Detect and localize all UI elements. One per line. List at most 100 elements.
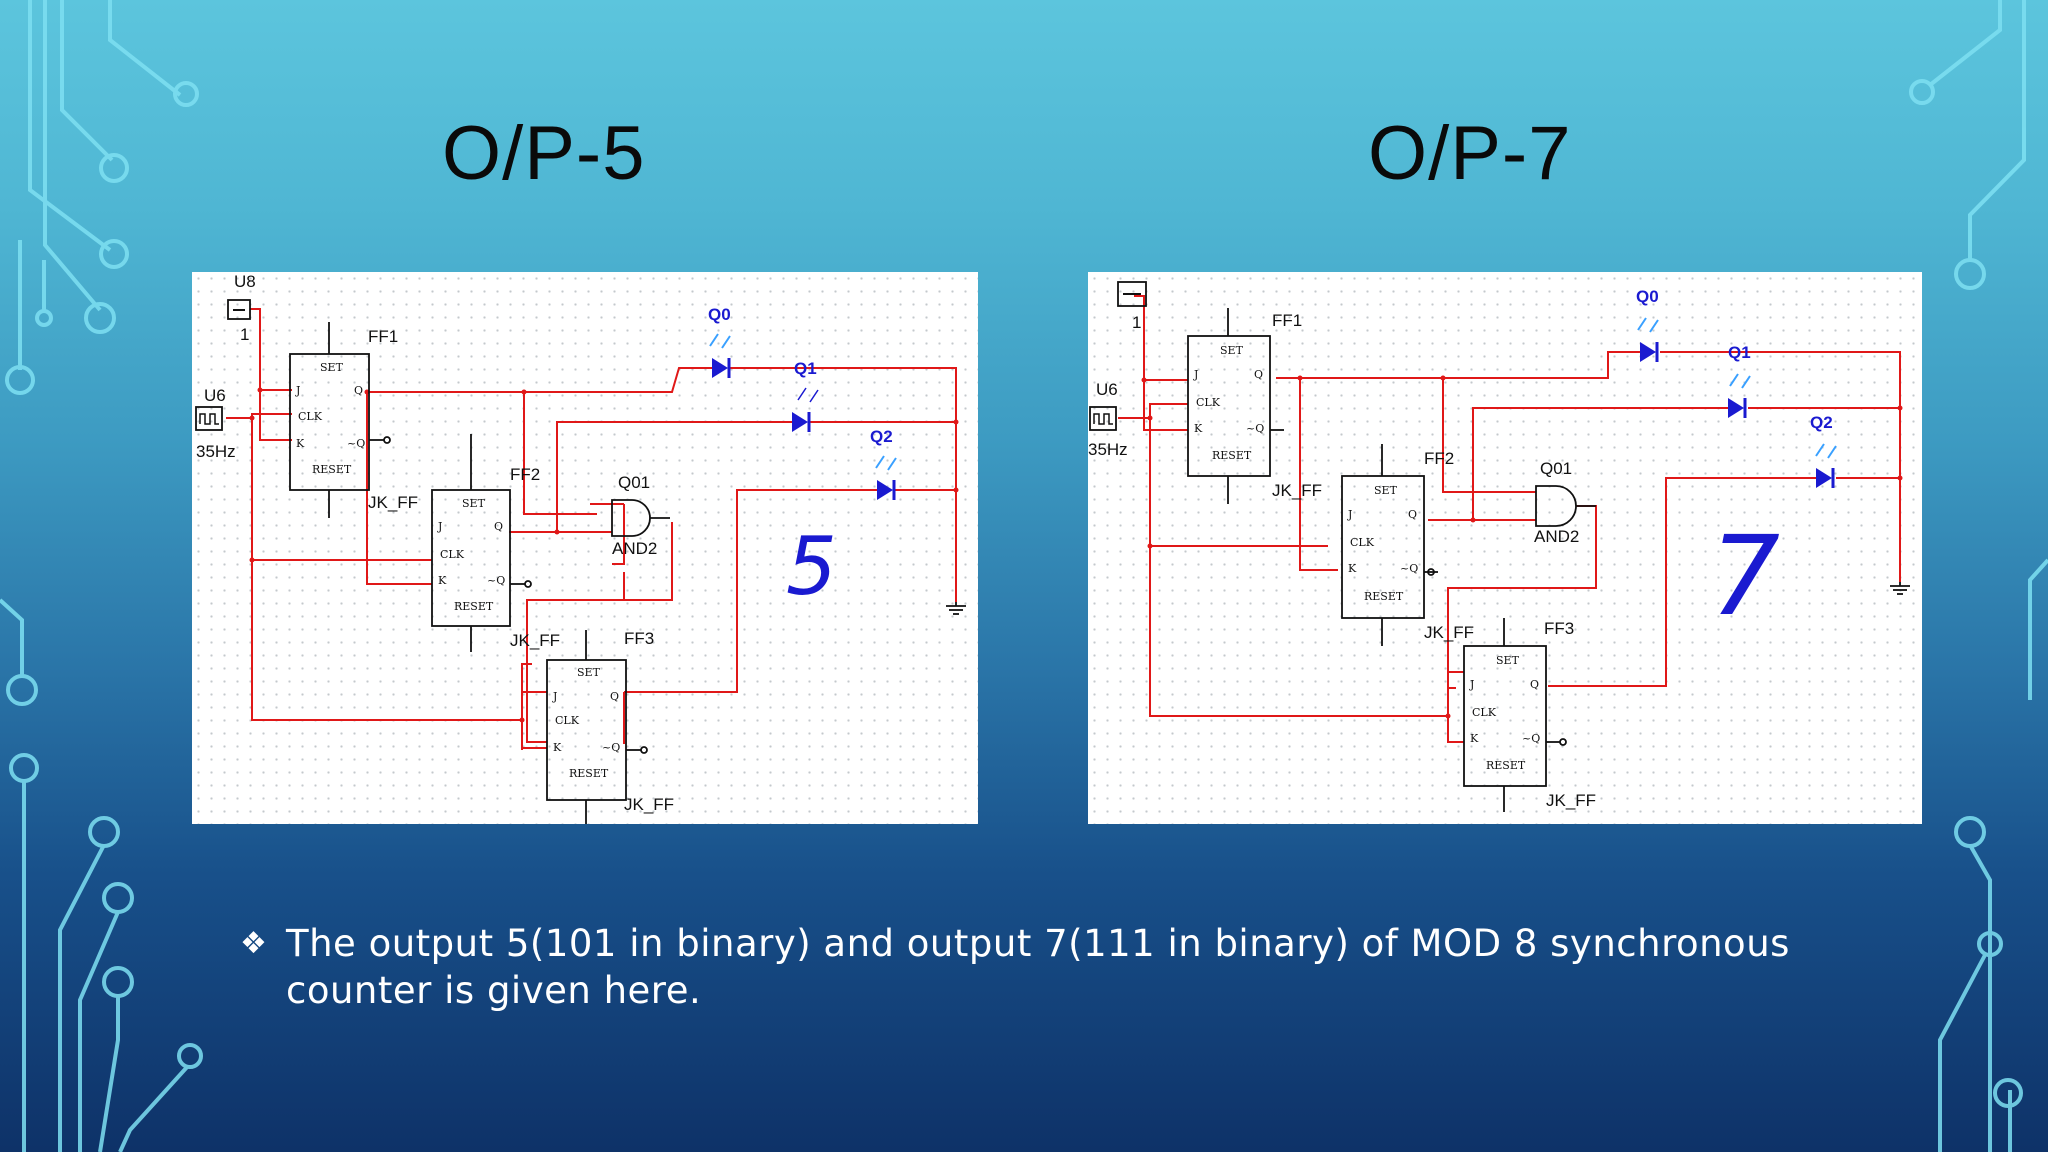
svg-text:~Q: ~Q <box>1246 422 1264 435</box>
ground-icon <box>946 602 966 615</box>
bullet-icon: ❖ <box>240 926 268 961</box>
svg-text:J: J <box>437 520 442 533</box>
svg-text:CLK: CLK <box>1196 396 1221 409</box>
svg-text:RESET: RESET <box>312 463 352 476</box>
svg-text:CLK: CLK <box>440 548 465 561</box>
led-q1-label: Q1 <box>1728 343 1751 362</box>
led-icon <box>709 333 731 378</box>
led-q2-label: Q2 <box>1810 413 1833 432</box>
svg-text:~Q: ~Q <box>347 437 365 450</box>
and-gate-icon <box>611 499 670 537</box>
flip-flop-ff1: SET J Q CLK K ~Q RESET <box>1187 308 1284 504</box>
flip-flop-ff2: SET J Q CLK K ~Q RESET <box>1341 444 1438 646</box>
svg-text:Q: Q <box>610 690 619 703</box>
const-value: 1 <box>1132 313 1141 332</box>
gate-name: Q01 <box>1540 459 1572 478</box>
led-icon <box>1728 373 1751 418</box>
svg-text:RESET: RESET <box>1364 590 1404 603</box>
gate-type: AND2 <box>1534 527 1579 546</box>
flip-flop-ff3: SET J Q CLK K ~Q RESET <box>546 630 648 824</box>
and-gate-icon <box>1535 485 1596 527</box>
led-q0-label: Q0 <box>1636 287 1659 306</box>
ff2-type: JK_FF <box>510 631 560 650</box>
svg-text:J: J <box>1193 368 1198 381</box>
svg-text:K: K <box>1348 562 1357 575</box>
circuit-diagram-op7: 1 U6 35Hz SET J Q CLK K ~Q RESET FF1 JK_… <box>1088 272 1922 824</box>
led-q0-label: Q0 <box>708 305 731 324</box>
led-q1-label: Q1 <box>794 359 817 378</box>
svg-text:J: J <box>552 690 557 703</box>
svg-text:Q: Q <box>494 520 503 533</box>
svg-text:CLK: CLK <box>555 714 580 727</box>
svg-text:K: K <box>296 437 305 450</box>
svg-text:CLK: CLK <box>1472 706 1497 719</box>
ff3-type: JK_FF <box>624 795 674 814</box>
title-op7: O/P-7 <box>1368 111 1572 196</box>
svg-text:SET: SET <box>462 497 486 510</box>
clock-frequency: 35Hz <box>1088 440 1128 459</box>
svg-text:~Q: ~Q <box>487 574 505 587</box>
const-source-icon <box>1117 281 1147 307</box>
ff3-label: FF3 <box>1544 619 1574 638</box>
const-value: 1 <box>240 325 249 344</box>
title-op5: O/P-5 <box>442 111 646 196</box>
const-source-label: U8 <box>234 272 256 291</box>
svg-text:K: K <box>438 574 447 587</box>
svg-text:J: J <box>295 384 300 397</box>
bullet-text: The output 5(101 in binary) and output 7… <box>286 922 1790 1012</box>
led-icon <box>875 455 897 500</box>
ff2-label: FF2 <box>510 465 540 484</box>
svg-text:~Q: ~Q <box>1522 732 1540 745</box>
ff1-type: JK_FF <box>368 493 418 512</box>
ground-icon <box>1890 582 1910 595</box>
flip-flop-ff3: SET J Q CLK K ~Q RESET <box>1463 618 1567 812</box>
svg-text:Q: Q <box>1530 678 1539 691</box>
svg-text:SET: SET <box>1220 344 1244 357</box>
ff1-label: FF1 <box>1272 311 1302 330</box>
svg-text:J: J <box>1347 508 1352 521</box>
svg-text:SET: SET <box>577 666 601 679</box>
gate-type: AND2 <box>612 539 657 558</box>
circuit-diagram-op5: U8 1 U6 35Hz SET J Q CLK K ~Q RESET FF1 … <box>192 272 978 824</box>
svg-text:CLK: CLK <box>1350 536 1375 549</box>
ff1-type: JK_FF <box>1272 481 1322 500</box>
svg-text:Q: Q <box>1408 508 1417 521</box>
led-icon <box>792 387 819 432</box>
svg-text:RESET: RESET <box>454 600 494 613</box>
ff1-label: FF1 <box>368 327 398 346</box>
svg-text:SET: SET <box>1374 484 1398 497</box>
ff2-type: JK_FF <box>1424 623 1474 642</box>
svg-text:Q: Q <box>354 384 363 397</box>
const-source-icon <box>227 299 251 320</box>
clock-frequency: 35Hz <box>196 442 236 461</box>
bullet-point: ❖ The output 5(101 in binary) and output… <box>240 920 1840 1014</box>
svg-text:K: K <box>1194 422 1203 435</box>
handwritten-number: 7 <box>1710 512 1780 640</box>
flip-flop-ff2: SET J Q CLK K ~Q RESET <box>431 434 532 652</box>
svg-text:K: K <box>1470 732 1479 745</box>
svg-text:~Q: ~Q <box>1400 562 1418 575</box>
svg-text:Q: Q <box>1254 368 1263 381</box>
led-q2-label: Q2 <box>870 427 893 446</box>
svg-text:RESET: RESET <box>1486 759 1526 772</box>
svg-text:K: K <box>553 741 562 754</box>
gate-name: Q01 <box>618 473 650 492</box>
svg-text:SET: SET <box>320 361 344 374</box>
handwritten-number: 5 <box>786 520 837 613</box>
clock-source-icon <box>1089 406 1117 431</box>
led-icon <box>1815 443 1837 488</box>
clock-source-icon <box>195 406 223 431</box>
svg-text:CLK: CLK <box>298 410 323 423</box>
svg-text:J: J <box>1469 678 1474 691</box>
ff2-label: FF2 <box>1424 449 1454 468</box>
led-icon <box>1637 317 1659 362</box>
svg-text:RESET: RESET <box>569 767 609 780</box>
svg-text:SET: SET <box>1496 654 1520 667</box>
clock-source-label: U6 <box>204 386 226 405</box>
svg-text:~Q: ~Q <box>602 741 620 754</box>
ff3-type: JK_FF <box>1546 791 1596 810</box>
flip-flop-ff1: SET J Q CLK K ~Q RESET <box>289 322 391 518</box>
svg-text:RESET: RESET <box>1212 449 1252 462</box>
clock-source-label: U6 <box>1096 380 1118 399</box>
